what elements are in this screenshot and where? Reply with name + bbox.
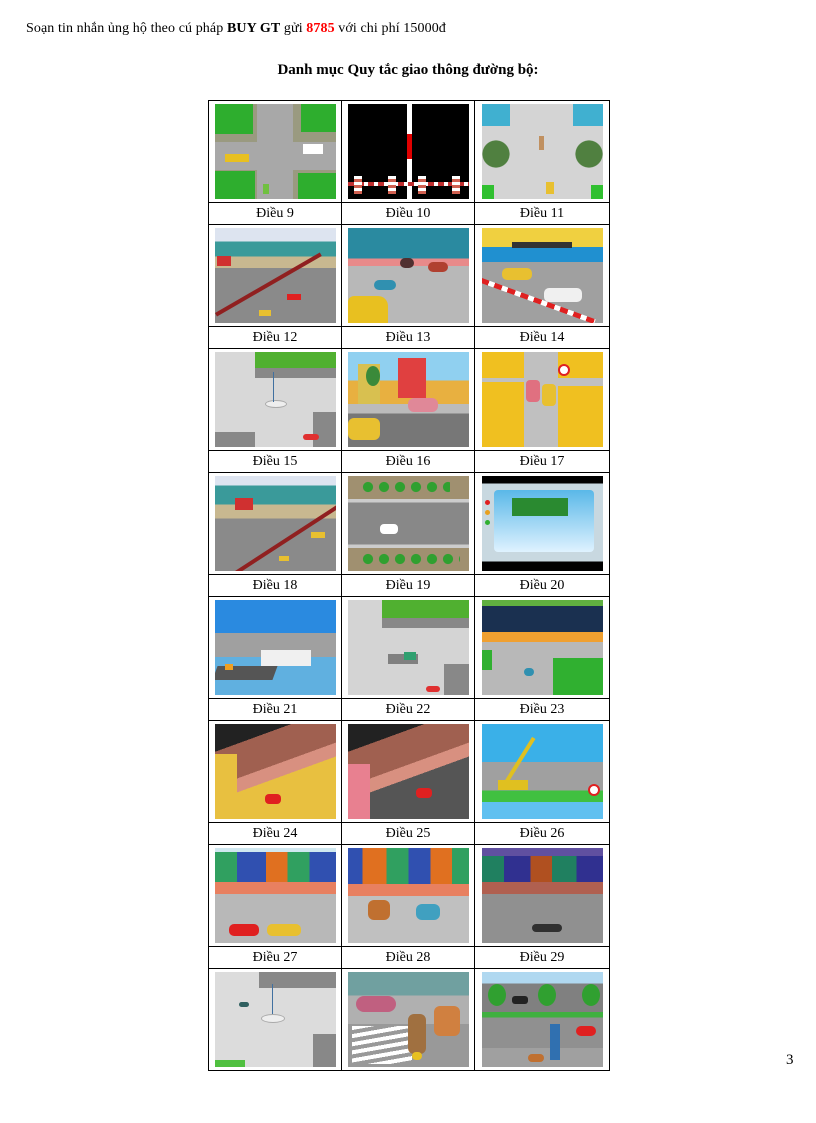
rule-label: Điều 11 [474,202,610,225]
rule-thumbnail-highway-bus[interactable] [214,476,336,571]
page-title: Danh mục Quy tắc giao thông đường bộ: [277,62,539,78]
rule-label: Điều 23 [474,698,610,721]
rule-label: Điều 28 [341,946,475,969]
rule-thumbnail-sidewalk-dog[interactable] [481,972,603,1067]
rule-label: Điều 24 [208,822,342,845]
rule-thumbnail-intersection-pedestrian-2[interactable] [214,972,336,1067]
rule-label: Điều 17 [474,450,610,473]
rule-label: Điều 27 [208,946,342,969]
rule-image-cell [341,720,475,823]
rule-thumbnail-night-street[interactable] [481,848,603,943]
rule-label: Điều 16 [341,450,475,473]
rule-image-cell [474,720,610,823]
rule-thumbnail-highway[interactable] [214,228,336,323]
rule-label: Điều 10 [341,202,475,225]
rule-thumbnail-barrier[interactable] [347,104,469,199]
rule-image-cell [474,968,610,1071]
rule-label: Điều 12 [208,326,342,349]
rule-image-cell [208,844,342,947]
rule-image-cell [474,348,610,451]
rule-label: Điều 19 [341,574,475,597]
rule-image-cell [341,596,475,699]
rule-thumbnail-intersection[interactable] [214,104,336,199]
rule-thumbnail-intersection-pedestrian[interactable] [214,352,336,447]
rule-label: Điều 13 [341,326,475,349]
label-row: Điều 9 Điều 10 Điều 11 [208,202,610,225]
label-row: Điều 21 Điều 22 Điều 23 [208,698,610,721]
rule-thumbnail-towing-cars[interactable] [214,848,336,943]
sms-syntax: BUY GT [226,21,281,36]
image-row [208,720,610,823]
rule-image-cell [208,720,342,823]
rule-image-cell [341,472,475,575]
rule-image-cell [208,596,342,699]
rule-thumbnail-street-motorbikes[interactable] [347,848,469,943]
label-row: Điều 18 Điều 19 Điều 20 [208,574,610,597]
rule-image-cell [208,224,342,327]
rule-image-cell [341,968,475,1071]
traffic-rules-table: Điều 9 Điều 10 Điều 11 [208,100,610,1071]
rule-thumbnail-riverside[interactable] [481,228,603,323]
rule-label: Điều 25 [341,822,475,845]
rule-image-cell [474,224,610,327]
rule-image-cell [341,348,475,451]
image-row [208,100,610,203]
image-row [208,596,610,699]
rule-thumbnail-yellow-lane[interactable] [481,352,603,447]
rule-label: Điều 29 [474,946,610,969]
label-row: Điều 15 Điều 16 Điều 17 [208,450,610,473]
intro-suffix: với chi phí 15000đ [334,21,446,36]
rule-thumbnail-ferry[interactable] [214,600,336,695]
rule-thumbnail-yellow-tunnel[interactable] [214,724,336,819]
rule-image-cell [208,472,342,575]
image-row [208,472,610,575]
sms-support-instruction: Soạn tin nhắn ủng hộ theo cú pháp BUY GT… [26,21,446,37]
image-row [208,348,610,451]
rule-label: Điều 18 [208,574,342,597]
intro-prefix: Soạn tin nhắn ủng hộ theo cú pháp [26,21,227,36]
rule-thumbnail-intersection-truck[interactable] [347,600,469,695]
rule-label: Điều 21 [208,698,342,721]
rule-thumbnail-train-crossing[interactable] [481,600,603,695]
rule-thumbnail-topdown-road[interactable] [347,476,469,571]
rule-image-cell [208,100,342,203]
rule-image-cell [208,348,342,451]
page-number: 3 [786,1052,794,1068]
sms-number: 8785 [306,21,335,36]
rule-thumbnail-town-collision[interactable] [347,352,469,447]
image-row [208,968,610,1071]
rule-image-cell [474,100,610,203]
rule-image-cell [341,224,475,327]
image-row [208,224,610,327]
rule-image-cell [341,844,475,947]
rule-thumbnail-officer[interactable] [481,104,603,199]
rule-thumbnail-gray-tunnel[interactable] [347,724,469,819]
rule-label: Điều 20 [474,574,610,597]
label-row: Điều 27 Điều 28 Điều 29 [208,946,610,969]
rule-thumbnail-motorbikes[interactable] [347,228,469,323]
rule-image-cell [474,844,610,947]
rule-label: Điều 14 [474,326,610,349]
label-row: Điều 12 Điều 13 Điều 14 [208,326,610,349]
rule-label: Điều 26 [474,822,610,845]
rule-image-cell [208,968,342,1071]
rule-thumbnail-crane[interactable] [481,724,603,819]
rule-label: Điều 22 [341,698,475,721]
rule-image-cell [474,596,610,699]
rule-label: Điều 9 [208,202,342,225]
rule-image-cell [474,472,610,575]
rule-thumbnail-elderly-crossing[interactable] [347,972,469,1067]
label-row: Điều 24 Điều 25 Điều 26 [208,822,610,845]
rule-thumbnail-military-truck[interactable] [481,476,603,571]
intro-middle: gửi [280,21,307,36]
image-row [208,844,610,947]
rule-image-cell [341,100,475,203]
rule-label: Điều 15 [208,450,342,473]
